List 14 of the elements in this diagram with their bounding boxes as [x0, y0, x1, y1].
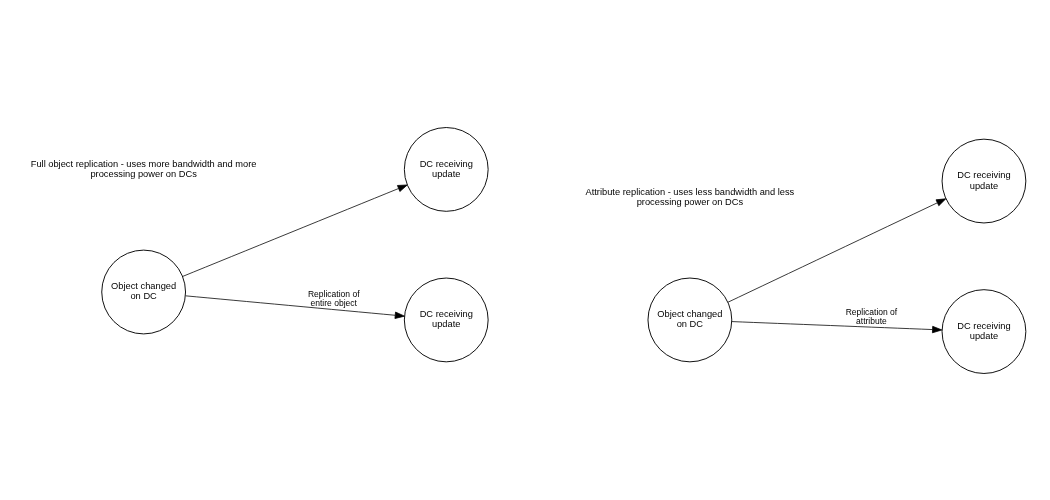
node-circle: Object changed on DC: [647, 277, 733, 362]
arrow: [182, 184, 408, 277]
arrow: [731, 320, 943, 333]
label: Full object replication - uses more bandwidth and more processing power on DCs: [30, 158, 257, 179]
arrow: [185, 294, 405, 319]
edge-label: Replication of attribute: [845, 306, 898, 326]
node-circle: DC receiving update: [403, 277, 489, 362]
node-circle: DC receiving update: [941, 138, 1027, 223]
node-circle: Object changed on DC: [101, 249, 186, 334]
node-circle: DC receiving update: [403, 126, 489, 212]
arrow: [727, 197, 947, 303]
edge-label: Replication of entire object: [307, 288, 360, 308]
label: Attribute replication - uses less bandwidth and less processing power on DCs: [585, 186, 795, 207]
node-circle: DC receiving update: [941, 288, 1027, 374]
